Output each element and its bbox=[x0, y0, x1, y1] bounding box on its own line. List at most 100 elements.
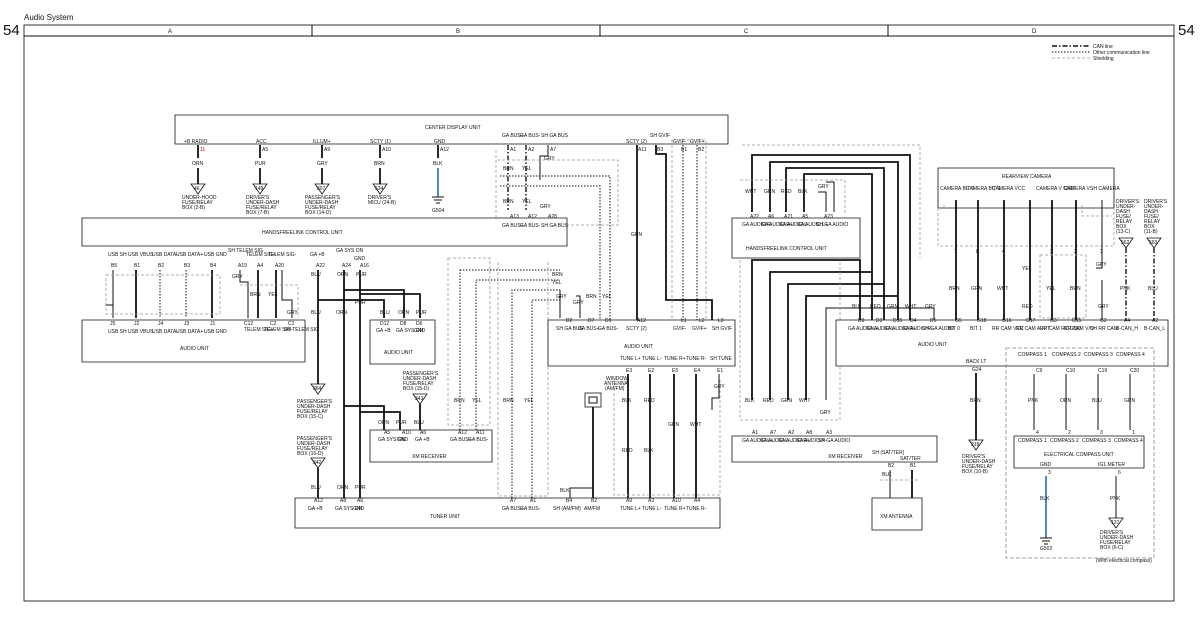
svg-text:TELEM SIG+: TELEM SIG+ bbox=[246, 252, 276, 258]
svg-text:148: 148 bbox=[255, 186, 264, 192]
svg-text:GA +B: GA +B bbox=[376, 328, 391, 334]
tuner-pins: A12 A8 A6 A7 A1 B4 B2 A9 A3 A10 A4 GA +B… bbox=[308, 498, 707, 512]
compass-unit-pins: 4 2 3 1 COMPASS 1 COMPASS 2 COMPASS 3 CO… bbox=[1018, 430, 1143, 476]
svg-text:UNDER-: UNDER- bbox=[1116, 204, 1136, 210]
svg-text:RR CAM RC GND: RR CAM RC GND bbox=[1040, 326, 1081, 332]
svg-text:B3: B3 bbox=[657, 147, 663, 153]
audio-unit-b bbox=[369, 319, 436, 365]
svg-text:C9: C9 bbox=[1036, 368, 1043, 374]
svg-text:BLU: BLU bbox=[311, 310, 321, 316]
svg-text:G17: G17 bbox=[1026, 318, 1036, 324]
svg-text:A2: A2 bbox=[788, 430, 794, 436]
svg-text:(AM/FM): (AM/FM) bbox=[605, 386, 625, 392]
svg-text:364: 364 bbox=[313, 386, 322, 392]
svg-text:SH TELEM SIG: SH TELEM SIG bbox=[284, 327, 319, 333]
svg-text:YEL: YEL bbox=[524, 398, 534, 404]
svg-text:D12: D12 bbox=[380, 321, 389, 327]
svg-text:GND: GND bbox=[434, 139, 446, 145]
svg-text:GA SYS ON: GA SYS ON bbox=[335, 506, 363, 512]
cdu-fuse-46: 46 UNDER-HOOD FUSE/RELAY BOX (2-B) bbox=[182, 183, 217, 211]
svg-text:343: 343 bbox=[415, 396, 424, 402]
svg-text:GA +B: GA +B bbox=[310, 252, 325, 258]
svg-text:GRY: GRY bbox=[573, 300, 584, 306]
svg-text:A7: A7 bbox=[510, 498, 516, 504]
svg-text:COMPASS 2: COMPASS 2 bbox=[1050, 438, 1079, 444]
svg-text:3: 3 bbox=[1048, 470, 1051, 476]
svg-text:A4: A4 bbox=[1124, 318, 1130, 324]
svg-text:UNDER-: UNDER- bbox=[1144, 204, 1164, 210]
svg-text:534: 534 bbox=[375, 186, 384, 192]
svg-text:A2: A2 bbox=[528, 147, 534, 153]
legend-can-line: CAN line bbox=[1093, 44, 1113, 50]
svg-text:GA BUS-: GA BUS- bbox=[520, 133, 541, 139]
page-number-right: 54 bbox=[1178, 22, 1195, 39]
svg-text:G5: G5 bbox=[955, 318, 962, 324]
svg-text:TUNE L+: TUNE L+ bbox=[620, 506, 641, 512]
svg-text:GA BUS-: GA BUS- bbox=[598, 326, 619, 332]
xm-receiver-c bbox=[731, 435, 938, 463]
svg-text:TUNE R-: TUNE R- bbox=[686, 356, 707, 362]
svg-text:WHT: WHT bbox=[799, 398, 810, 404]
svg-text:CAMERA V GND: CAMERA V GND bbox=[1036, 186, 1075, 192]
svg-text:RED: RED bbox=[1022, 304, 1033, 310]
svg-text:A7: A7 bbox=[770, 430, 776, 436]
svg-text:G18: G18 bbox=[977, 318, 987, 324]
svg-text:D1: D1 bbox=[605, 318, 612, 324]
svg-text:GA SYS ON: GA SYS ON bbox=[396, 328, 424, 334]
svg-text:BOX (15-D): BOX (15-D) bbox=[403, 386, 429, 392]
svg-text:SCTY (2): SCTY (2) bbox=[626, 139, 647, 145]
svg-text:DRIVER'S: DRIVER'S bbox=[1116, 199, 1140, 205]
svg-text:COMPASS 3: COMPASS 3 bbox=[1084, 352, 1113, 358]
svg-text:GRY: GRY bbox=[1096, 262, 1107, 268]
svg-text:TUNE L-: TUNE L- bbox=[642, 356, 662, 362]
svg-text:TUNE R+: TUNE R+ bbox=[664, 506, 686, 512]
svg-text:GA AUDIO L+: GA AUDIO L+ bbox=[848, 326, 879, 332]
svg-text:RED: RED bbox=[763, 398, 774, 404]
svg-text:342: 342 bbox=[313, 460, 322, 466]
svg-text:D3: D3 bbox=[876, 318, 883, 324]
svg-text:GA BUS+: GA BUS+ bbox=[578, 326, 600, 332]
svg-text:YEL: YEL bbox=[522, 199, 532, 205]
svg-text:PASSENGER'S: PASSENGER'S bbox=[305, 195, 341, 201]
hfl-a-bottom-pins: USB SH USB VBUS USB DATA- USB DATA+ USB … bbox=[108, 248, 369, 269]
svg-text:A12: A12 bbox=[528, 214, 537, 220]
svg-text:SH TUNE: SH TUNE bbox=[710, 356, 733, 362]
ground-g502: G502 bbox=[1040, 546, 1052, 552]
svg-text:G16: G16 bbox=[1002, 318, 1012, 324]
svg-text:ORN: ORN bbox=[192, 161, 204, 167]
svg-text:G2: G2 bbox=[1100, 318, 1107, 324]
audio-b-pins: D12 D8 D6 GA +B GA SYS ON GND bbox=[376, 321, 426, 334]
svg-text:BRN: BRN bbox=[552, 272, 563, 278]
svg-text:SCTY (2): SCTY (2) bbox=[626, 326, 647, 332]
xm-b-label: XM RECEIVER bbox=[412, 454, 447, 460]
window-antenna: WINDOW ANTENNA (AM/FM) bbox=[584, 376, 629, 408]
svg-text:D6: D6 bbox=[416, 321, 423, 327]
svg-text:SH TELEM SIG: SH TELEM SIG bbox=[228, 248, 263, 254]
svg-text:BLU: BLU bbox=[311, 272, 321, 278]
svg-text:USB VBUS: USB VBUS bbox=[128, 252, 154, 258]
audio-b2-tune-pins: TUNE L+ TUNE L- TUNE R+ TUNE R- SH TUNE … bbox=[620, 356, 733, 374]
svg-text:PNK: PNK bbox=[1110, 496, 1121, 502]
svg-text:BRN: BRN bbox=[970, 398, 981, 404]
svg-text:A9: A9 bbox=[626, 498, 632, 504]
svg-text:USB DATA-: USB DATA- bbox=[152, 252, 178, 258]
svg-text:BLU: BLU bbox=[380, 310, 390, 316]
svg-text:GVIF-: GVIF- bbox=[673, 326, 687, 332]
svg-text:SH GVIF: SH GVIF bbox=[650, 133, 670, 139]
legend-shielding: Shielding bbox=[1093, 56, 1114, 62]
svg-text:2: 2 bbox=[1068, 430, 1071, 436]
svg-text:BLK: BLK bbox=[560, 488, 570, 494]
svg-text:BRN: BRN bbox=[1070, 286, 1081, 292]
svg-text:COMPASS 3: COMPASS 3 bbox=[1082, 438, 1111, 444]
svg-text:BOX (15-C): BOX (15-C) bbox=[297, 414, 323, 420]
svg-text:A8: A8 bbox=[340, 498, 346, 504]
column-label-a: A bbox=[168, 29, 172, 35]
svg-text:46: 46 bbox=[194, 186, 200, 192]
svg-text:DRIVER'S: DRIVER'S bbox=[368, 195, 392, 201]
svg-text:GRY: GRY bbox=[818, 184, 829, 190]
svg-text:GA BUS+: GA BUS+ bbox=[502, 506, 524, 512]
audio-b2-pins: D2 D7 D1 A12 L1 L2 L3 SH GA BUS GA BUS+ … bbox=[556, 318, 732, 332]
svg-text:A2: A2 bbox=[1152, 318, 1158, 324]
svg-text:GA BUS-: GA BUS- bbox=[468, 437, 489, 443]
svg-text:UNDER-DASH: UNDER-DASH bbox=[305, 200, 339, 206]
